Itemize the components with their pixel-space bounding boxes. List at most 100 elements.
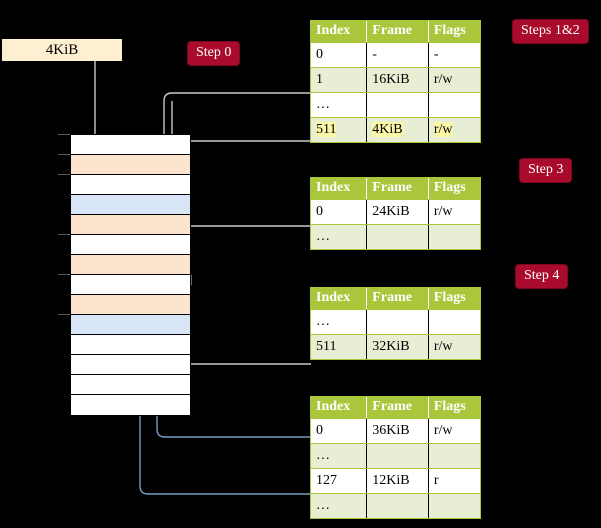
cell-value: 4KiB [372,121,403,137]
table-cell-frame [366,224,429,249]
table-cell-frame: - [366,42,429,68]
cell-value: 1 [316,71,323,87]
column-header-frame: Frame [366,397,429,419]
memory-frame-row [71,155,190,175]
table-cell-index: 511 [311,334,368,359]
table-cell-flags [428,443,480,469]
table-cell-frame: 12KiB [366,468,429,494]
memory-frame-row [71,375,190,395]
table-cell-index: 0 [311,418,368,444]
table-row: 0 - - [311,42,480,68]
memory-frame-row [71,355,190,375]
memory-tick [58,174,70,175]
table-cell-frame [366,493,429,518]
column-header-index: Index [311,397,368,419]
table-row: … [311,493,480,518]
memory-frame-row [71,315,190,335]
table-row: … [311,92,480,118]
badge-step-4: Step 4 [516,265,568,288]
cell-value: 12KiB [372,472,410,488]
table-cell-flags: - [428,42,480,68]
memory-frame-row [71,135,190,155]
column-header-index: Index [311,178,368,200]
memory-frame-row [71,295,190,315]
table-cell-flags: r [428,468,480,494]
table-row: … [311,443,480,469]
table-cell-flags: r/w [428,199,480,225]
memory-frame-row [71,335,190,355]
cell-value: 32KiB [372,338,410,354]
memory-frame-row [71,235,190,255]
table-row: 127 12KiB r [311,468,480,494]
table-row: 0 24KiB r/w [311,199,480,225]
memory-frame-row [71,195,190,215]
table-cell-flags [428,309,480,335]
cell-value: r/w [433,422,453,438]
memory-frame-row [71,395,190,415]
table-row: … [311,224,480,249]
table-cell-flags [428,493,480,518]
memory-tick [58,234,70,235]
cell-value: 511 [316,121,337,137]
cell-value: - [433,46,439,62]
table-row: … [311,309,480,335]
badge-step-3: Step 3 [520,159,572,182]
memory-frame-row [71,175,190,195]
memory-frame-row [71,255,190,275]
table-cell-index: … [311,493,368,518]
table-cell-frame [366,92,429,118]
table-cell-index: 511 [311,117,368,142]
cell-value: … [316,447,330,463]
column-header-frame: Frame [366,21,429,43]
table-cell-index: … [311,309,368,335]
table-cell-index: … [311,224,368,249]
table-row: 511 4KiB r/w [311,117,480,142]
cell-value: r/w [433,71,453,87]
physical-memory-column [70,134,191,416]
table-row: 1 16KiB r/w [311,67,480,93]
cell-value: 36KiB [372,422,410,438]
table-cell-frame [366,443,429,469]
table-cell-frame: 32KiB [366,334,429,359]
cell-value: r/w [433,203,453,219]
cell-value: 0 [316,203,323,219]
frame-size-label: 4KiB [2,39,122,61]
column-header-index: Index [311,21,368,43]
badge-step-0: Step 0 [188,42,240,65]
table-cell-index: … [311,92,368,118]
cell-value: 16KiB [372,71,410,87]
cell-value: 24KiB [372,203,410,219]
table-cell-flags: r/w [428,117,480,142]
cell-value: … [316,96,330,112]
column-header-flags: Flags [428,397,480,419]
table-cell-frame: 36KiB [366,418,429,444]
cell-value: … [316,228,330,244]
cell-value: 127 [316,472,337,488]
table-row: 511 32KiB r/w [311,334,480,359]
table-cell-flags: r/w [428,67,480,93]
cell-value: 511 [316,338,337,354]
cell-value: 0 [316,46,323,62]
memory-tick [58,134,70,135]
cell-value: - [372,46,377,62]
cell-value: … [316,497,330,513]
column-header-frame: Frame [366,288,429,310]
cell-value: … [316,313,330,329]
badge-steps-1-2: Steps 1&2 [513,20,588,43]
memory-frame-row [71,275,190,295]
cell-value: r/w [433,338,453,354]
table-cell-flags: r/w [428,334,480,359]
table-cell-flags: r/w [428,418,480,444]
table-cell-index: … [311,443,368,469]
cell-value: r/w [433,121,453,137]
